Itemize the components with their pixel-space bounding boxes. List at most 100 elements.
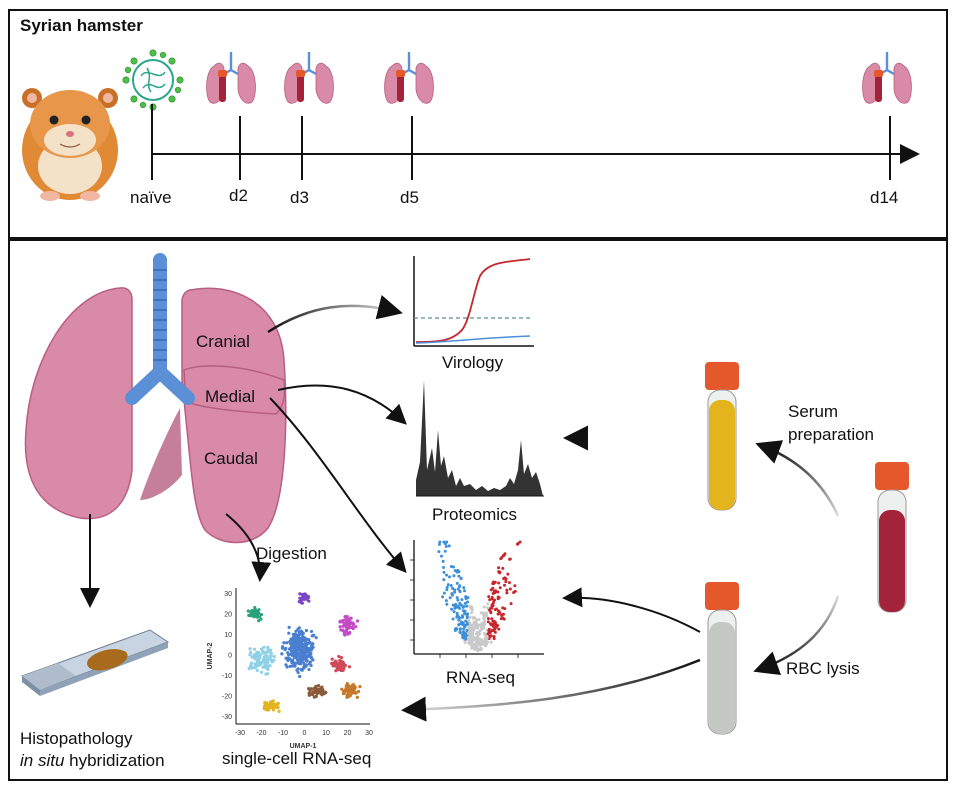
umap-cell-dot — [255, 650, 259, 655]
umap-cell-dot — [290, 659, 294, 663]
umap-cell-dot — [353, 684, 357, 689]
volcano-gene-dot — [490, 606, 494, 610]
volcano-gene-dot — [455, 581, 459, 585]
volcano-gene-dot — [480, 638, 484, 642]
volcano-gene-dot — [481, 624, 485, 628]
umap-cell-dot — [248, 653, 252, 657]
umap-cell-dot — [264, 666, 268, 670]
hamster-icon — [22, 88, 118, 201]
umap-cell-dot — [264, 708, 268, 712]
scrnaseq-label: single-cell RNA-seq — [222, 749, 371, 768]
volcano-gene-dot — [453, 588, 457, 592]
virology-blue-curve — [415, 335, 531, 344]
volcano-gene-dot — [441, 595, 445, 599]
rbc-lysis-tube-icon — [705, 582, 739, 735]
umap-cell-dot — [353, 691, 358, 695]
umap-cell-dot — [292, 663, 296, 667]
volcano-gene-dot — [446, 583, 450, 587]
umap-cell-dot — [254, 655, 259, 660]
volcano-gene-dot — [497, 627, 501, 631]
umap-cell-dot — [295, 634, 299, 639]
umap-cell-dot — [246, 609, 250, 613]
umap-cell-dot — [347, 683, 351, 688]
volcano-gene-dot — [468, 635, 472, 639]
volcano-gene-dot — [483, 638, 487, 642]
volcano-gene-dot — [505, 591, 509, 595]
volcano-gene-dot — [490, 595, 494, 599]
umap-cell-dot — [257, 615, 262, 619]
umap-cell-dot — [299, 659, 303, 663]
volcano-gene-dot — [485, 635, 489, 639]
volcano-gene-dot — [478, 628, 482, 632]
volcano-gene-dot — [447, 575, 451, 579]
volcano-gene-dot — [469, 629, 473, 633]
umap-cell-dot — [255, 668, 259, 672]
serum-label-line1: Serum — [788, 402, 838, 421]
proteomics-spectrum — [416, 380, 543, 496]
volcano-gene-dot — [501, 616, 505, 620]
umap-cell-dot — [258, 660, 263, 665]
volcano-gene-dot — [468, 632, 472, 636]
umap-cell-dot — [310, 646, 314, 651]
volcano-gene-dot — [501, 612, 505, 616]
umap-cell-dot — [346, 693, 350, 697]
umap-cell-dot — [347, 665, 352, 669]
umap-cell-dot — [286, 651, 290, 655]
volcano-gene-dot — [456, 598, 460, 602]
umap-cell-dot — [263, 661, 267, 666]
umap-cell-dot — [248, 665, 252, 669]
volcano-gene-dot — [483, 619, 487, 623]
umap-cell-dot — [287, 625, 291, 629]
umap-cell-dot — [314, 635, 318, 640]
umap-cell-dot — [323, 690, 328, 694]
umap-cell-dot — [298, 592, 302, 596]
volcano-gene-dot — [484, 611, 488, 615]
umap-cell-dot — [257, 655, 262, 659]
umap-cell-dot — [305, 597, 309, 601]
umap-cell-dot — [349, 685, 353, 689]
volcano-gene-dot — [503, 583, 507, 587]
umap-cell-dot — [354, 625, 358, 629]
umap-y-tick: -10 — [222, 673, 232, 680]
umap-cell-dot — [343, 630, 347, 634]
umap-cell-dot — [272, 654, 276, 659]
umap-cell-dot — [358, 685, 362, 689]
virology-red-curve — [415, 258, 531, 343]
volcano-gene-dot — [468, 615, 472, 619]
umap-cell-dot — [309, 687, 313, 691]
umap-cell-dot — [275, 706, 279, 710]
umap-cell-dot — [305, 659, 309, 663]
top-panel-frame — [8, 9, 948, 239]
volcano-gene-dot — [491, 625, 495, 629]
volcano-gene-dot — [451, 617, 455, 621]
umap-cell-dot — [304, 657, 308, 661]
arrow-medial-to-proteomics — [277, 384, 407, 425]
ish-rest: hybridization — [64, 751, 164, 770]
volcano-gene-dot — [486, 602, 490, 606]
volcano-gene-dot — [489, 588, 493, 592]
umap-cell-dot — [304, 641, 308, 645]
umap-cell-dot — [314, 684, 318, 688]
volcano-gene-dot — [468, 640, 472, 644]
umap-cell-dot — [270, 704, 274, 708]
volcano-gene-dot — [448, 596, 452, 600]
volcano-gene-dot — [442, 570, 446, 574]
volcano-gene-dot — [444, 545, 448, 549]
umap-cell-dot — [337, 654, 341, 659]
umap-cell-dot — [348, 621, 352, 625]
volcano-gene-dot — [483, 621, 487, 625]
umap-cell-dot — [286, 656, 290, 660]
umap-cell-dot — [307, 686, 311, 691]
umap-cell-dot — [257, 619, 261, 623]
umap-cell-dot — [288, 664, 292, 669]
volcano-gene-dot — [457, 618, 461, 622]
volcano-gene-dot — [496, 590, 500, 594]
umap-cell-dot — [301, 631, 305, 635]
volcano-gene-dot — [478, 643, 482, 647]
umap-cell-dot — [259, 613, 264, 617]
volcano-gene-dot — [459, 577, 463, 581]
volcano-gene-dot — [480, 621, 484, 625]
volcano-gene-dot — [490, 617, 494, 621]
umap-cell-dot — [346, 689, 350, 693]
umap-cell-dot — [288, 652, 293, 656]
